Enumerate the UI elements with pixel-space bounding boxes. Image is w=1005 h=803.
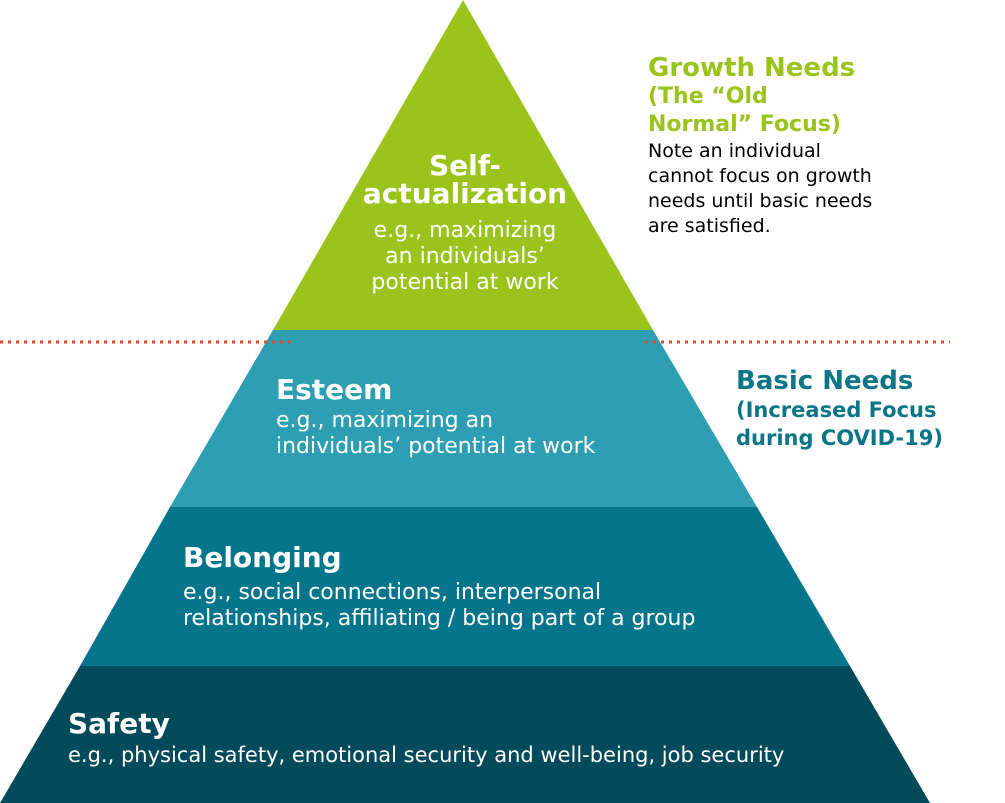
growth-needs-heading: Growth Needs	[648, 53, 856, 83]
basic-needs-heading: Basic Needs	[736, 366, 914, 396]
tier-self-actualization	[273, 0, 653, 330]
belonging-title: Belonging	[183, 541, 342, 574]
esteem-title: Esteem	[276, 373, 393, 406]
self-actualization-example-line2: an individuals’	[385, 244, 545, 269]
tier-safety	[0, 666, 930, 803]
belonging-example-line2: relationships, affiliating / being part …	[183, 606, 696, 631]
safety-title: Safety	[68, 707, 170, 740]
basic-needs-subheading-line1: (Increased Focus	[736, 398, 937, 422]
safety-example-line1: e.g., physical safety, emotional securit…	[68, 743, 785, 767]
tier-belonging	[80, 507, 850, 666]
basic-needs-subheading-line2: during COVID-19)	[736, 426, 943, 450]
self-actualization-label: Self- actualization e.g., maximizing an …	[340, 152, 590, 296]
growth-needs-note-line3: needs until basic needs	[648, 190, 873, 212]
growth-needs-block: Growth Needs (The “Old Normal” Focus) No…	[648, 53, 988, 239]
esteem-example-line1: e.g., maximizing an	[276, 408, 494, 433]
growth-needs-note-line2: cannot focus on growth	[648, 165, 872, 187]
esteem-example-line2: individuals’ potential at work	[276, 434, 596, 459]
self-actualization-title-line2: actualization	[362, 177, 568, 210]
esteem-label: Esteem e.g., maximizing an individuals’ …	[276, 376, 595, 460]
growth-needs-subheading-line1: (The “Old	[648, 84, 768, 109]
self-actualization-example-line1: e.g., maximizing	[373, 218, 557, 243]
growth-needs-note-line1: Note an individual	[648, 140, 821, 162]
belonging-label: Belonging e.g., social connections, inte…	[183, 544, 695, 632]
growth-needs-subheading-line2: Normal” Focus)	[648, 112, 841, 137]
self-actualization-example-line3: potential at work	[371, 270, 559, 295]
self-actualization-title-line1: Self-	[428, 149, 502, 182]
growth-needs-note-line4: are satisfied.	[648, 215, 771, 237]
safety-label: Safety e.g., physical safety, emotional …	[68, 710, 784, 768]
belonging-example-line1: e.g., social connections, interpersonal	[183, 580, 602, 605]
tier-esteem	[170, 330, 757, 507]
basic-needs-block: Basic Needs (Increased Focus during COVI…	[736, 366, 1004, 452]
